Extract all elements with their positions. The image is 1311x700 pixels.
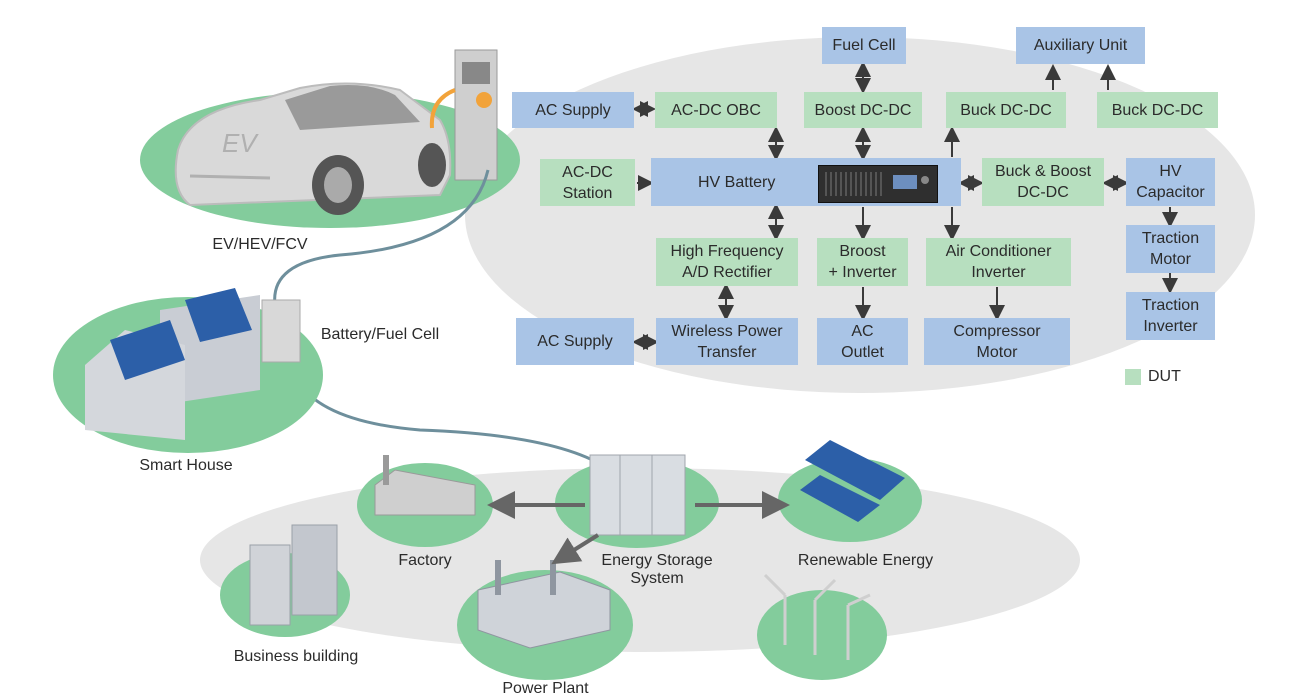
- buck-boost-dc-dc-block: Buck & Boost DC-DC: [982, 158, 1104, 206]
- hv-battery-label: HV Battery: [698, 173, 776, 191]
- energy-storage-illustration: [589, 454, 686, 536]
- energy-storage-label: Energy Storage System: [601, 552, 713, 587]
- ac-supply-top-block: AC Supply: [512, 92, 634, 128]
- ac-supply-bottom-block: AC Supply: [516, 318, 634, 365]
- compressor-motor-block: Compressor Motor: [924, 318, 1070, 365]
- traction-motor-block: Traction Motor: [1126, 225, 1215, 273]
- boost-dc-dc-block: Boost DC-DC: [804, 92, 922, 128]
- ac-dc-obc-block: AC-DC OBC: [655, 92, 777, 128]
- charging-station: [429, 49, 498, 181]
- hf-rectifier-block: High Frequency A/D Rectifier: [656, 238, 798, 286]
- ac-dc-station-block: AC-DC Station: [540, 159, 635, 206]
- house-storage-cable: [288, 359, 611, 472]
- ac-outlet-block: AC Outlet: [817, 318, 908, 365]
- dut-legend-swatch: [1125, 369, 1141, 385]
- ev-house-cable: [273, 169, 490, 306]
- power-plant-illustration: [477, 560, 611, 649]
- hv-capacitor-block: HV Capacitor: [1126, 158, 1215, 206]
- wind-platform: [757, 590, 887, 680]
- block-arrows: [632, 61, 1178, 350]
- factory-illustration: [374, 455, 476, 516]
- business-building-label: Business building: [233, 648, 359, 665]
- wireless-power-block: Wireless Power Transfer: [656, 318, 798, 365]
- business-building-illustration: [249, 524, 338, 626]
- boost-inverter-block: Broost + Inverter: [817, 238, 908, 286]
- power-supply-device-icon: [818, 165, 938, 203]
- power-plant-label: Power Plant: [502, 680, 589, 697]
- smart-house-illustration: [85, 288, 301, 440]
- ev-label: EV/HEV/FCV: [212, 236, 308, 253]
- buck-dc-dc-block-2: Buck DC-DC: [1097, 92, 1218, 128]
- buck-dc-dc-block-1: Buck DC-DC: [946, 92, 1066, 128]
- renewable-energy-label: Renewable Energy: [797, 552, 934, 569]
- battery-fuel-cell-label: Battery/Fuel Cell: [320, 326, 440, 343]
- dut-legend-label: DUT: [1148, 368, 1181, 385]
- auxiliary-unit-block: Auxiliary Unit: [1016, 27, 1145, 64]
- solar-panels-illustration: [800, 440, 905, 522]
- smart-house-label: Smart House: [139, 457, 233, 474]
- traction-inverter-block: Traction Inverter: [1126, 292, 1215, 340]
- fuel-cell-block: Fuel Cell: [822, 27, 906, 64]
- ac-inverter-block: Air Conditioner Inverter: [926, 238, 1071, 286]
- ev-badge: EV: [222, 128, 259, 158]
- storage-to-plant-arrow: [551, 533, 600, 565]
- factory-label: Factory: [398, 552, 452, 569]
- wind-turbines-illustration: [763, 573, 871, 660]
- ev-car-illustration: EV: [174, 82, 452, 215]
